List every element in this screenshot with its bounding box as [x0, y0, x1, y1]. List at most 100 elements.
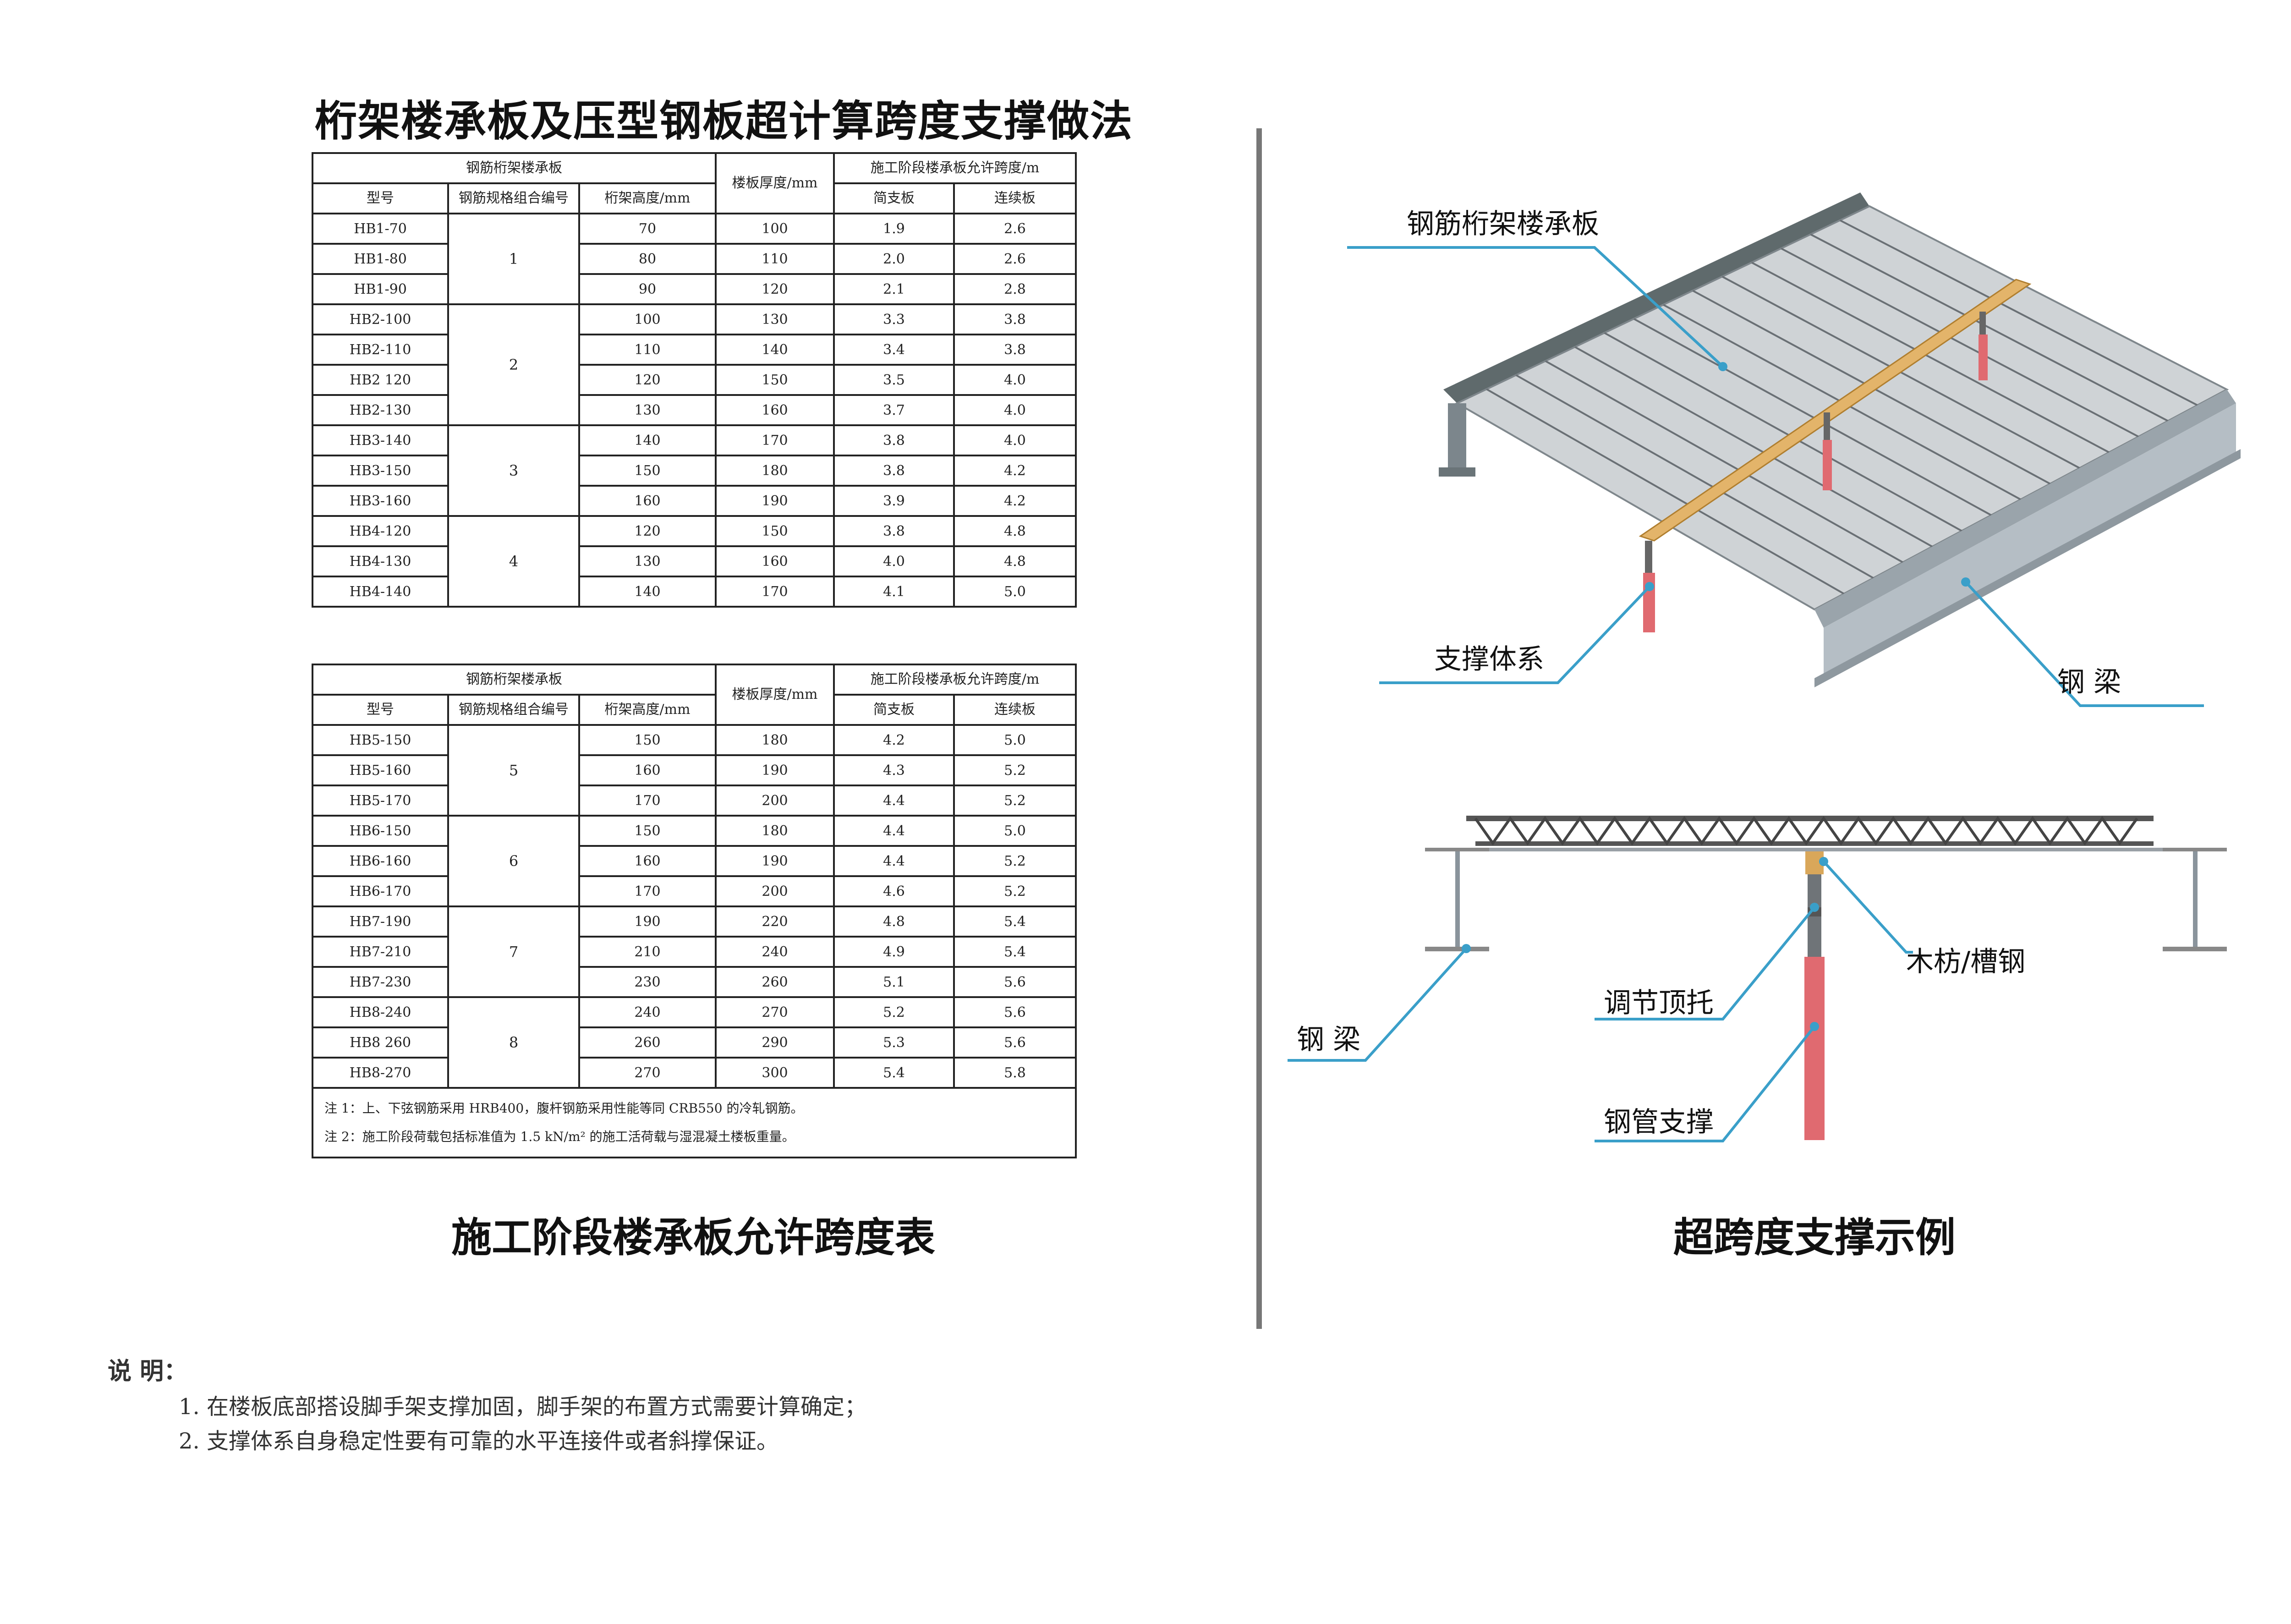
col-simple-header: 简支板	[833, 182, 955, 214]
col-model-header: 型号	[312, 694, 449, 726]
cell-model: HB7-230	[312, 966, 449, 998]
cell-thickness: 180	[715, 455, 835, 487]
cell-model: HB6-150	[312, 815, 449, 847]
cell-simple-span: 3.3	[833, 303, 955, 335]
cell-simple-span: 3.5	[833, 364, 955, 396]
cell-thickness: 110	[715, 243, 835, 275]
cell-model: HB2-100	[312, 303, 449, 335]
cell-thickness: 190	[715, 485, 835, 517]
cell-thickness: 180	[715, 815, 835, 847]
cell-model: HB2-130	[312, 394, 449, 426]
deck-3d-figure	[1347, 192, 2241, 707]
cell-thickness: 100	[715, 213, 835, 245]
cell-height: 170	[578, 785, 717, 817]
cell-model: HB4-140	[312, 576, 449, 608]
cell-simple-span: 4.3	[833, 754, 955, 786]
cell-model: HB3-160	[312, 485, 449, 517]
label-steel-beam-3d: 钢 梁	[2057, 666, 2121, 698]
cell-model: HB1-70	[312, 213, 449, 245]
cell-simple-span: 4.4	[833, 785, 955, 817]
cell-simple-span: 3.8	[833, 424, 955, 456]
explanation-line-1: 1. 在楼板底部搭设脚手架支撑加固，脚手架的布置方式需要计算确定；	[179, 1394, 867, 1420]
cell-model: HB5-170	[312, 785, 449, 817]
cell-continuous-span: 5.4	[953, 905, 1077, 938]
cell-simple-span: 4.9	[833, 936, 955, 968]
cell-simple-span: 4.1	[833, 576, 955, 608]
cell-height: 130	[578, 545, 717, 577]
truss-rib	[1633, 318, 1992, 516]
cell-continuous-span: 4.0	[953, 364, 1077, 396]
right-caption: 超跨度支撑示例	[1673, 1214, 1956, 1261]
cell-continuous-span: 3.8	[953, 303, 1077, 335]
label-deck: 钢筋桁架楼承板	[1407, 208, 1599, 240]
cell-height: 80	[578, 243, 717, 275]
col-combo-header: 钢筋规格组合编号	[447, 182, 580, 214]
cell-thickness: 270	[715, 996, 835, 1028]
cell-thickness: 130	[715, 303, 835, 335]
cell-height: 140	[578, 576, 717, 608]
cell-simple-span: 4.4	[833, 815, 955, 847]
cell-model: HB7-210	[312, 936, 449, 968]
cell-thickness: 300	[715, 1057, 835, 1089]
cell-height: 100	[578, 303, 717, 335]
cell-model: HB3-140	[312, 424, 449, 456]
cell-model: HB8 260	[312, 1026, 449, 1059]
truss-rib	[1751, 262, 2110, 453]
cell-continuous-span: 5.6	[953, 966, 1077, 998]
cell-continuous-span: 2.8	[953, 273, 1077, 305]
cell-thickness: 200	[715, 875, 835, 907]
cell-continuous-span: 2.6	[953, 213, 1077, 245]
cell-thickness: 290	[715, 1026, 835, 1059]
left-caption: 施工阶段楼承板允许跨度表	[451, 1214, 935, 1261]
cell-model: HB7-190	[312, 905, 449, 938]
cell-continuous-span: 5.0	[953, 724, 1077, 756]
cell-height: 240	[578, 996, 717, 1028]
cell-continuous-span: 5.2	[953, 754, 1077, 786]
cell-height: 120	[578, 515, 717, 547]
cell-thickness: 260	[715, 966, 835, 998]
truss-rib	[1486, 388, 1845, 595]
cell-thickness: 200	[715, 785, 835, 817]
group-header: 钢筋桁架楼承板	[311, 152, 717, 184]
cell-thickness: 150	[715, 515, 835, 547]
table-note-2: 注 2：施工阶段荷载包括标准值为 1.5 kN/m² 的施工活荷载与湿混凝土楼板…	[324, 1129, 795, 1144]
cell-model: HB1-80	[312, 243, 449, 275]
cell-combo: 7	[447, 905, 580, 998]
cell-continuous-span: 5.2	[953, 845, 1077, 877]
cell-continuous-span: 5.4	[953, 936, 1077, 968]
truss-rib	[1839, 219, 2198, 406]
cell-model: HB3-150	[312, 455, 449, 487]
label-timber-channel: 木枋/槽钢	[1906, 946, 2026, 978]
col-cont-header: 连续板	[953, 694, 1077, 726]
cell-combo: 1	[447, 213, 580, 305]
main-title: 桁架楼承板及压型钢板超计算跨度支撑做法	[314, 97, 1133, 146]
cell-combo: 3	[447, 424, 580, 517]
col-simple-header: 简支板	[833, 694, 955, 726]
cell-combo: 4	[447, 515, 580, 608]
cell-thickness: 180	[715, 724, 835, 756]
col-combo-header: 钢筋规格组合编号	[447, 694, 580, 726]
cell-continuous-span: 5.0	[953, 815, 1077, 847]
cell-combo: 6	[447, 815, 580, 907]
cell-model: HB2 120	[312, 364, 449, 396]
cell-height: 150	[578, 724, 717, 756]
cell-thickness: 160	[715, 545, 835, 577]
col-span-header: 施工阶段楼承板允许跨度/m	[833, 152, 1077, 184]
cell-continuous-span: 2.6	[953, 243, 1077, 275]
cell-simple-span: 3.7	[833, 394, 955, 426]
cell-height: 120	[578, 364, 717, 396]
cell-continuous-span: 4.8	[953, 545, 1077, 577]
